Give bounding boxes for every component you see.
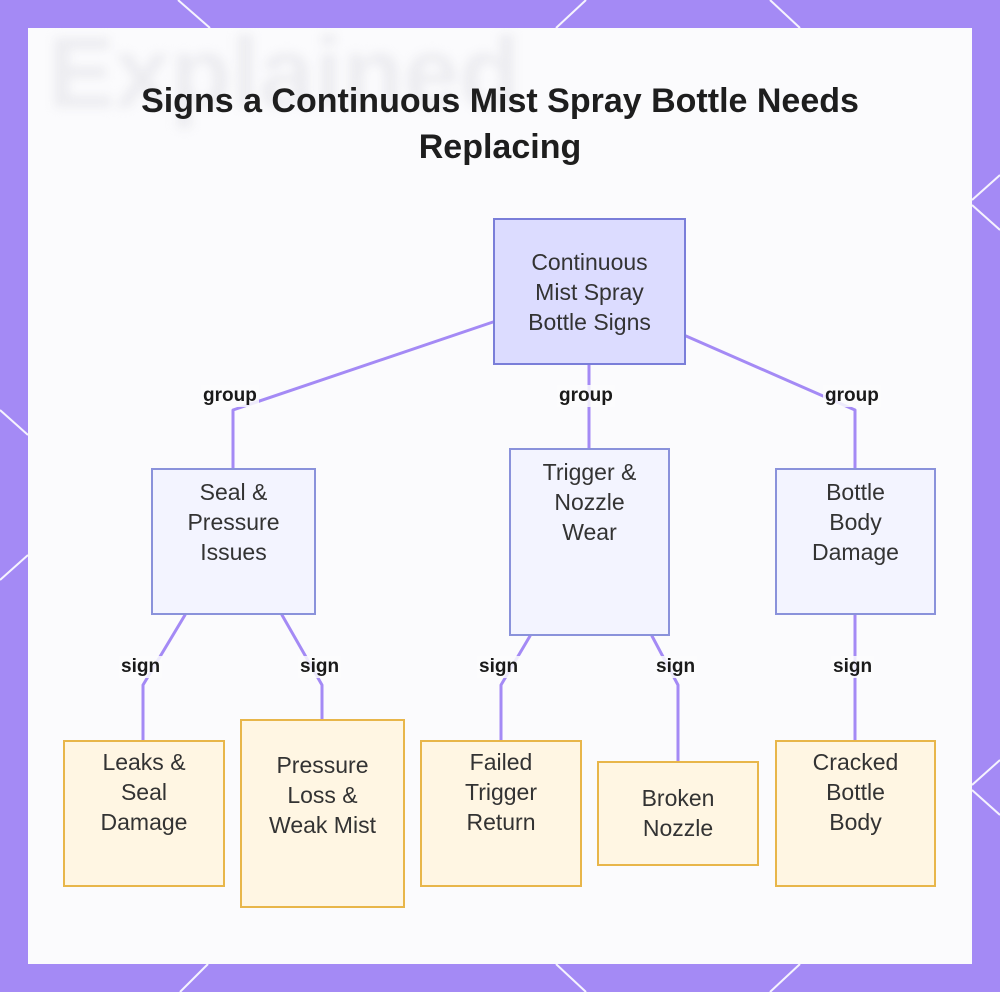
edge-root-bottle (684, 334, 857, 470)
node-bottle-body: Bottle Body Damage (775, 468, 936, 615)
edge-label-sign-1: sign (119, 656, 163, 678)
edge-label-sign-3: sign (477, 656, 521, 678)
node-pressure-loss: Pressure Loss & Weak Mist (240, 719, 405, 908)
edge-root-seal (231, 320, 495, 470)
edge-trigger-nozzle (650, 634, 680, 763)
node-cracked-bottle: Cracked Bottle Body (775, 740, 936, 887)
edge-label-sign-2: sign (298, 656, 342, 678)
background-text: Explained (48, 28, 521, 129)
node-leaks: Leaks & Seal Damage (63, 740, 225, 887)
edge-label-group-1: group (201, 385, 259, 407)
edge-seal-leaks (141, 613, 187, 742)
page-title: Signs a Continuous Mist Spray Bottle Nee… (141, 82, 859, 166)
edge-label-group-3: group (823, 385, 881, 407)
node-trigger-nozzle: Trigger & Nozzle Wear (509, 448, 670, 636)
edge-label-sign-4: sign (654, 656, 698, 678)
node-broken-nozzle: Broken Nozzle (597, 761, 759, 866)
node-seal-pressure: Seal & Pressure Issues (151, 468, 316, 615)
edge-trigger-failed (499, 634, 532, 742)
node-root: Continuous Mist Spray Bottle Signs (493, 218, 686, 365)
edge-label-sign-5: sign (831, 656, 875, 678)
edge-seal-pressure (280, 613, 324, 721)
edge-label-group-2: group (557, 385, 615, 407)
node-failed-trigger: Failed Trigger Return (420, 740, 582, 887)
